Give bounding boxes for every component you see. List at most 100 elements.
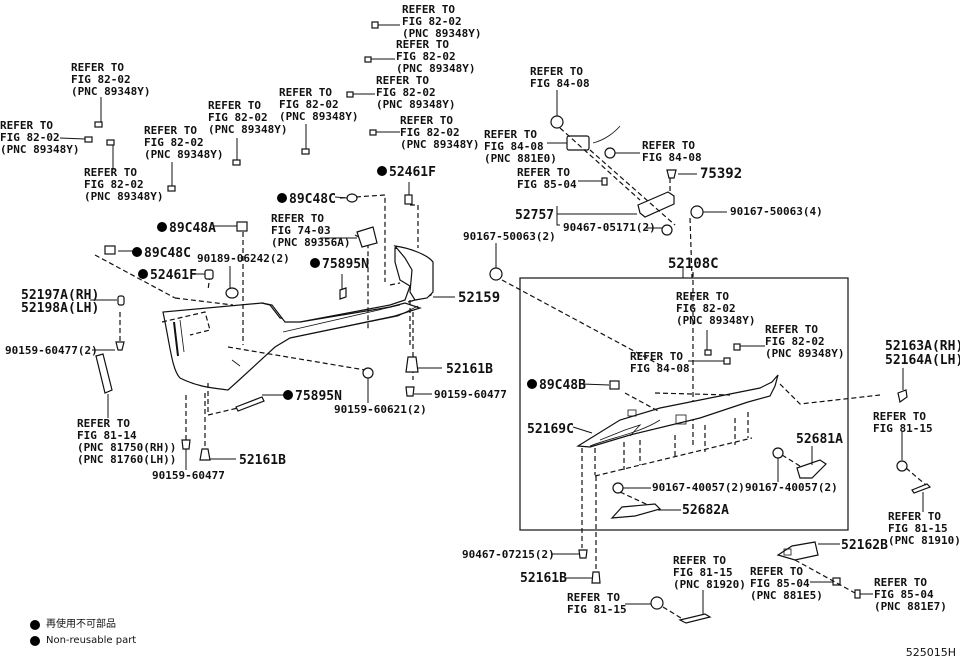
part-52161b-bot[interactable]: 52161B: [520, 571, 567, 586]
part-52169c[interactable]: 52169C: [527, 422, 574, 437]
part-52461f-left[interactable]: 52461F: [150, 268, 197, 283]
clip-84-08-box[interactable]: [723, 357, 731, 365]
lamp-52162b[interactable]: [776, 541, 819, 561]
part-52461f-top[interactable]: 52461F: [389, 165, 436, 180]
retainer-52161b-mid[interactable]: [405, 356, 419, 373]
part-52162b[interactable]: 52162B: [841, 538, 888, 553]
reflector-81920[interactable]: [678, 613, 712, 624]
part-90467-07215[interactable]: 90467-07215(2): [462, 548, 555, 561]
sensor-881e0[interactable]: [566, 135, 590, 151]
grommet-84-08-top[interactable]: [550, 115, 564, 129]
retainer-52161b-left[interactable]: [199, 448, 211, 461]
screw-90467-05171[interactable]: [661, 224, 673, 236]
screw-90159-60477-2[interactable]: [115, 341, 125, 351]
clip-90467-07215[interactable]: [578, 549, 588, 559]
cover-89356a[interactable]: [356, 226, 378, 248]
grommet-81-15-bot[interactable]: [650, 596, 664, 610]
part-75392[interactable]: 75392: [700, 166, 742, 182]
nut-90167-40057-b[interactable]: [772, 447, 784, 459]
clip-89348y-5[interactable]: [232, 159, 241, 166]
part-52108c[interactable]: 52108C: [668, 256, 719, 272]
bracket-52757[interactable]: [637, 191, 675, 218]
reflector-81910[interactable]: [911, 483, 932, 494]
pad-52461f-top[interactable]: [404, 194, 413, 205]
part-90159-60477-2[interactable]: 90159-60477(2): [5, 344, 98, 357]
part-90167-40057-a[interactable]: 90167-40057(2): [652, 481, 745, 494]
clip-89348y-8[interactable]: [364, 56, 372, 63]
clip-89348y-4[interactable]: [167, 185, 176, 192]
part-75895n-top[interactable]: 75895N: [322, 257, 369, 272]
screw-90159-60477-right[interactable]: [405, 386, 415, 397]
part-52197a[interactable]: 52197A(RH): [21, 288, 99, 303]
clip-89348y-box-2[interactable]: [733, 343, 741, 351]
part-90167-50063-2[interactable]: 90167-50063(2): [463, 230, 556, 243]
clip-89348y-2[interactable]: [84, 136, 93, 143]
pad-52461f-left[interactable]: [204, 269, 214, 280]
tape-75895n-top[interactable]: [339, 287, 347, 300]
part-90189-06242[interactable]: 90189-06242(2): [197, 252, 290, 265]
clip-89348y-7[interactable]: [371, 21, 379, 29]
part-52159[interactable]: 52159: [458, 290, 500, 306]
part-52198a[interactable]: 52198A(LH): [21, 301, 99, 316]
bolt-90167-50063-4[interactable]: [690, 205, 704, 219]
part-90159-60621[interactable]: 90159-60621(2): [334, 403, 427, 416]
part-75895n-bot[interactable]: 75895N: [295, 389, 342, 404]
tape-75895n-bottom[interactable]: [235, 396, 265, 412]
nut-90167-50063-2[interactable]: [489, 267, 503, 281]
part-52163a[interactable]: 52163A(RH): [885, 339, 960, 354]
nut-90189-06242[interactable]: [225, 287, 239, 299]
part-89c48b[interactable]: 89C48B: [539, 378, 586, 393]
screw-90159-60477-bot[interactable]: [181, 439, 191, 450]
part-89c48c-top[interactable]: 89C48C: [289, 192, 336, 207]
clip-75392[interactable]: [666, 169, 677, 179]
bracket-52681a[interactable]: [796, 459, 827, 479]
part-52682a[interactable]: 52682A: [682, 503, 729, 518]
part-90167-50063-4[interactable]: 90167-50063(4): [730, 205, 823, 218]
part-90159-60477-right[interactable]: 90159-60477: [434, 388, 507, 401]
part-52757[interactable]: 52757: [515, 208, 554, 223]
rear-bumper-cover-52159[interactable]: [162, 245, 434, 391]
part-90159-60477-bot[interactable]: 90159-60477: [152, 469, 225, 482]
retainer-52197a[interactable]: [117, 295, 125, 306]
grommet-81-15-right[interactable]: [896, 460, 908, 472]
clip-89c48b[interactable]: [609, 380, 620, 390]
part-90467-05171[interactable]: 90467-05171(2): [563, 221, 656, 234]
reflector-81750[interactable]: [95, 353, 113, 394]
part-89c48a[interactable]: 89C48A: [169, 221, 216, 236]
clip-89348y-1[interactable]: [94, 121, 103, 128]
clip-89c48c-top[interactable]: [346, 193, 358, 203]
bulb-881e7[interactable]: [854, 589, 861, 599]
screw-90159-60621[interactable]: [362, 367, 374, 379]
clip-89c48a[interactable]: [236, 221, 248, 232]
lower-bumper-52169c[interactable]: [576, 374, 779, 448]
part-52161b-left[interactable]: 52161B: [239, 453, 286, 468]
clip-89348y-box-1[interactable]: [704, 349, 712, 356]
clip-89348y-9[interactable]: [346, 91, 354, 98]
part-89c48c-left[interactable]: 89C48C: [144, 246, 191, 261]
nut-90167-40057-a[interactable]: [612, 482, 624, 494]
clip-89348y-10[interactable]: [369, 129, 377, 136]
reflector-52163a[interactable]: [897, 389, 908, 404]
